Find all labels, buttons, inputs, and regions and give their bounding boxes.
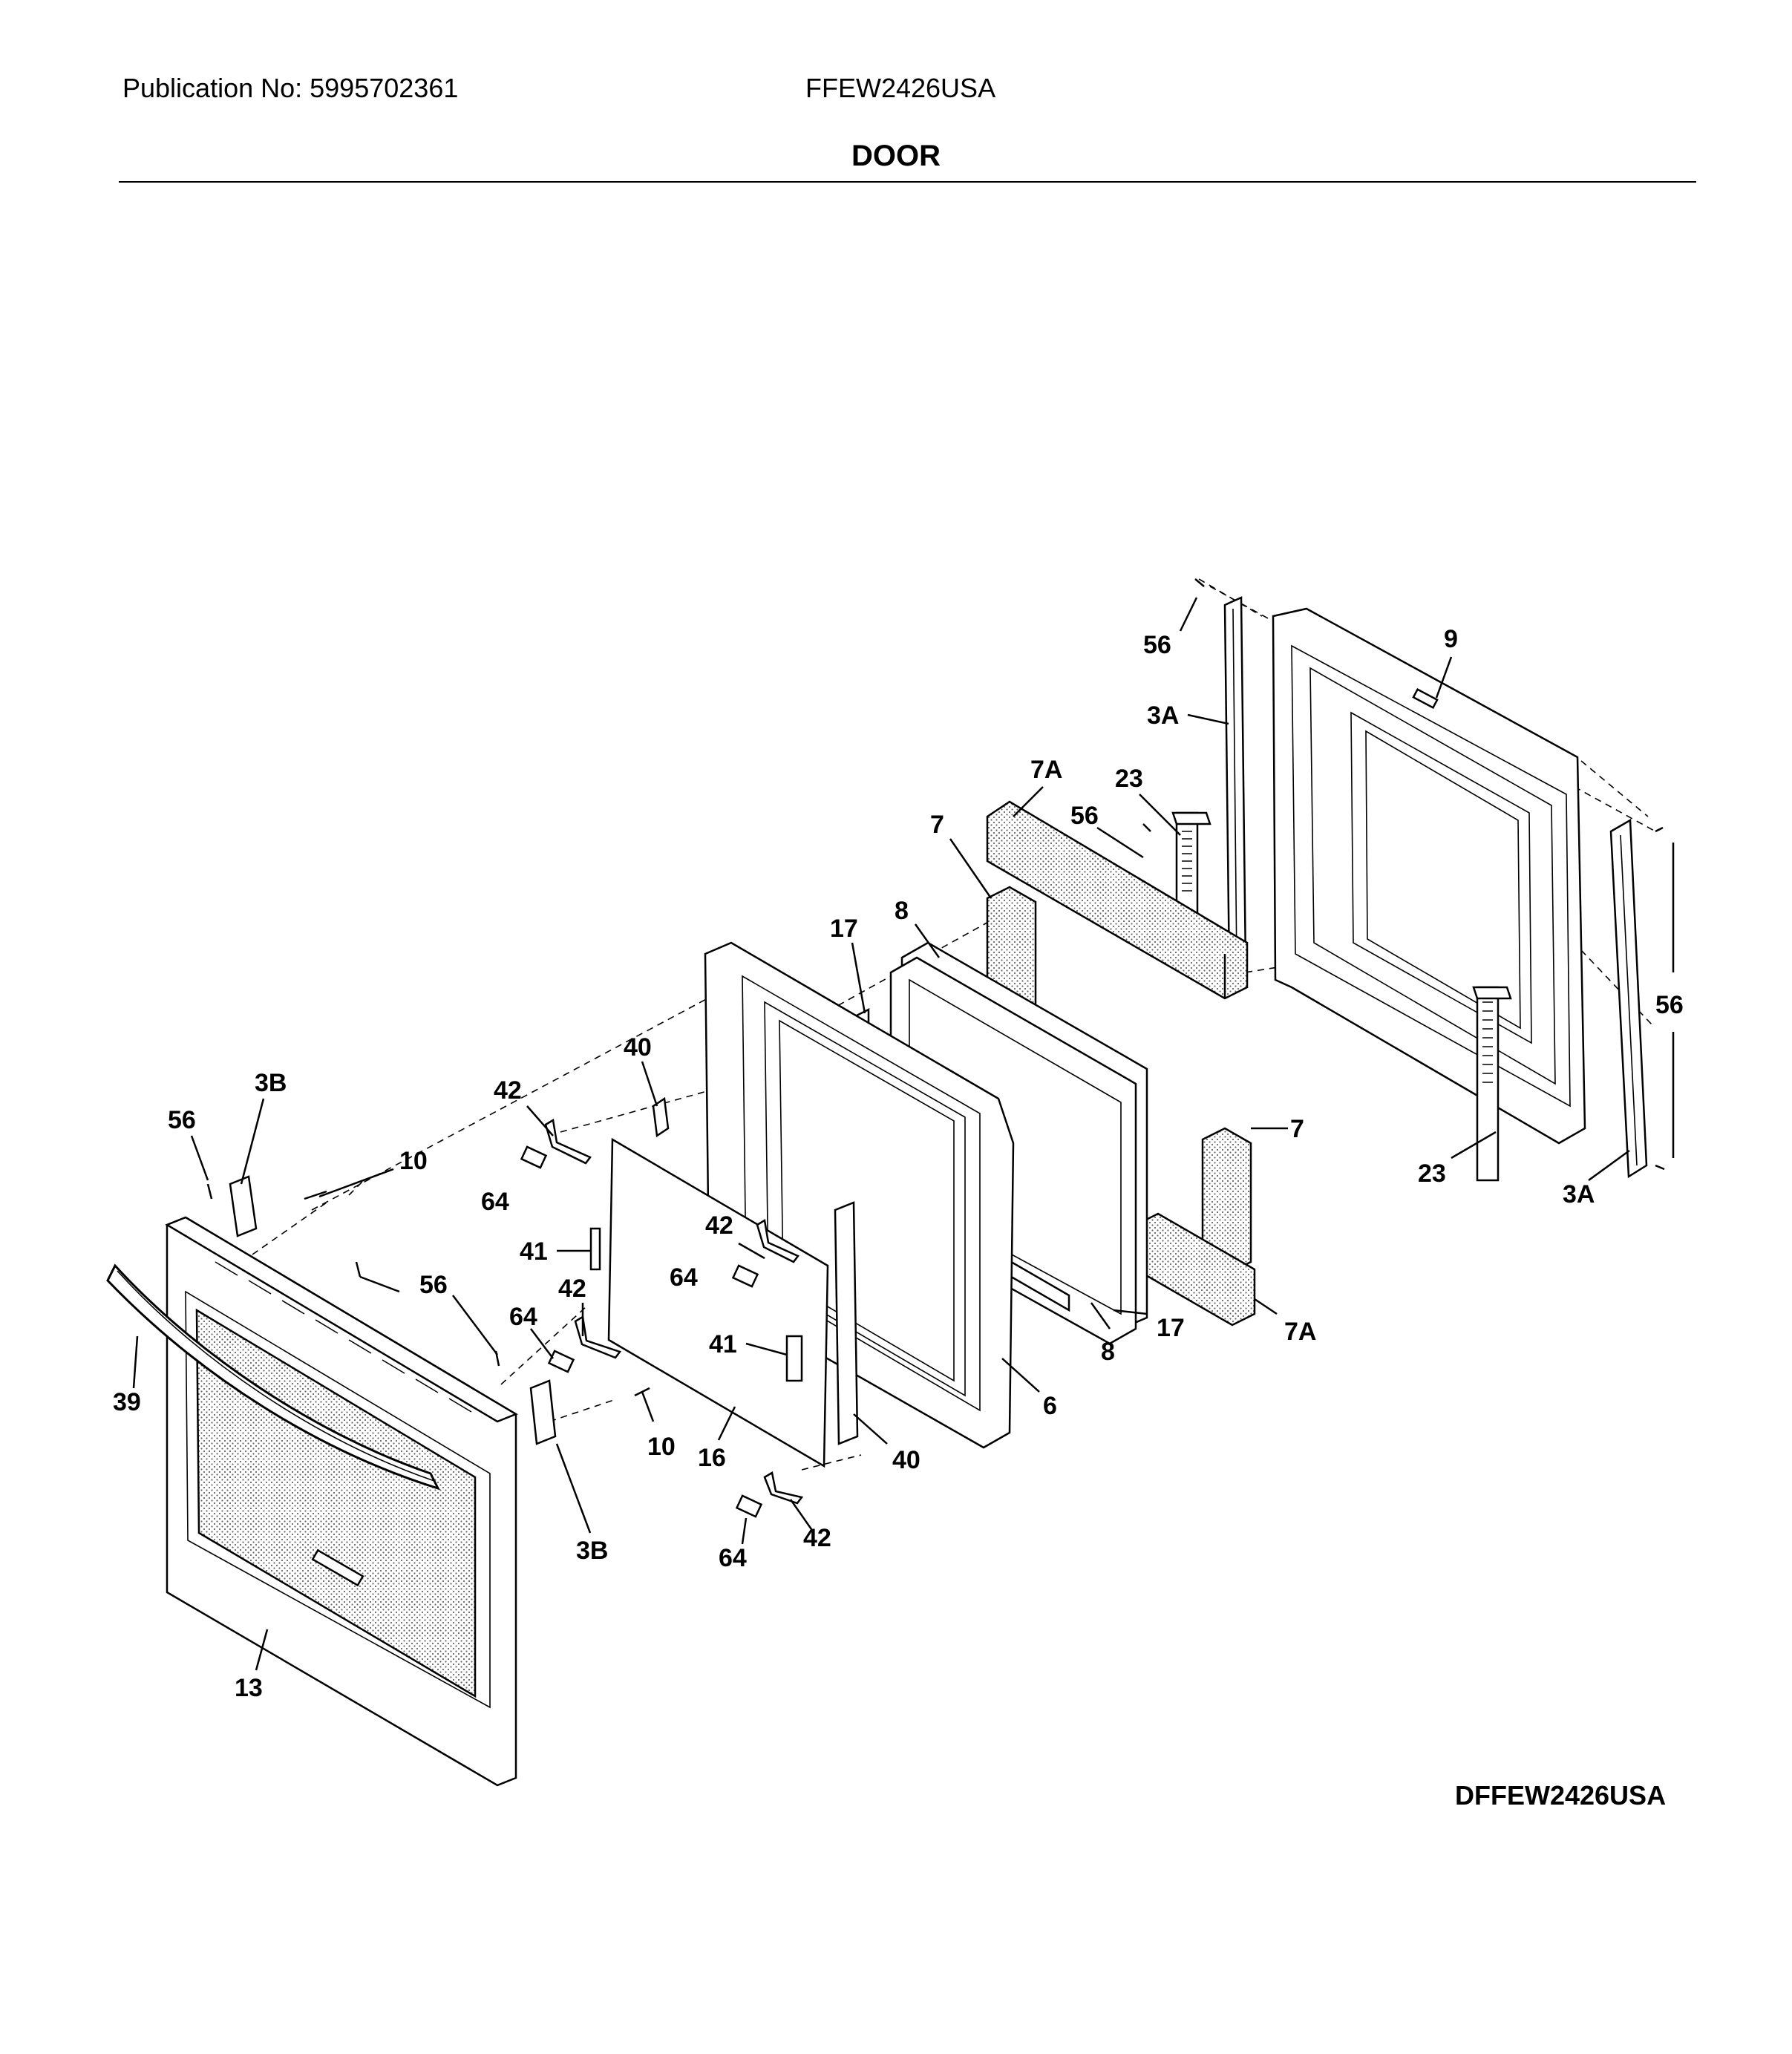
callout-17: 17 [1157, 1314, 1185, 1342]
publication-number: Publication No: 5995702361 [122, 73, 459, 103]
callout-8: 8 [895, 897, 909, 925]
insulation-7A-top [986, 800, 1249, 1000]
callout-7A: 7A [1284, 1318, 1316, 1346]
callout-56: 56 [168, 1106, 196, 1134]
callout-7: 7 [930, 811, 944, 839]
hinge-bottom [1472, 986, 1512, 1182]
callout-64: 64 [481, 1188, 509, 1216]
callout-56: 56 [419, 1271, 448, 1299]
header-divider [119, 181, 1696, 183]
clip-41 [589, 1227, 803, 1382]
leader-lines [132, 597, 1675, 1671]
callout-3A: 3A [1147, 701, 1179, 730]
callout-3A: 3A [1563, 1180, 1595, 1208]
side-trim-40 [652, 1096, 859, 1445]
callout-10: 10 [647, 1433, 676, 1461]
door-handle [106, 1263, 440, 1491]
inner-door-liner [1272, 607, 1586, 1145]
page-title: DOOR [851, 140, 941, 172]
callout-labels: 56 9 3A 7A 23 56 7 8 17 56 40 42 3B 56 1… [113, 625, 1684, 1702]
hinge-channel-bottom [1609, 818, 1648, 1179]
callout-10: 10 [399, 1147, 428, 1175]
callout-41: 41 [520, 1237, 548, 1266]
callout-6: 6 [1043, 1392, 1057, 1420]
callout-39: 39 [113, 1388, 141, 1416]
callout-7A: 7A [1030, 756, 1062, 784]
callout-64: 64 [719, 1544, 747, 1572]
callout-17: 17 [830, 915, 858, 943]
callout-42: 42 [803, 1524, 831, 1552]
callout-64: 64 [509, 1303, 537, 1331]
callout-41: 41 [709, 1330, 737, 1358]
callout-42: 42 [705, 1211, 733, 1240]
callout-23: 23 [1418, 1160, 1446, 1188]
hinge-channel-top [1223, 596, 1247, 974]
callout-3B: 3B [255, 1069, 287, 1097]
callout-42: 42 [558, 1275, 586, 1303]
model-number: FFEW2426USA [805, 73, 996, 103]
callout-42: 42 [494, 1076, 522, 1105]
outer-door-panel [165, 1216, 518, 1787]
callout-40: 40 [892, 1446, 920, 1474]
diagram-code: DFFEW2426USA [1455, 1780, 1667, 1811]
bracket-42 [544, 1118, 804, 1505]
callout-40: 40 [624, 1033, 652, 1062]
bumper-64 [520, 1145, 763, 1518]
callout-13: 13 [235, 1674, 263, 1702]
callout-23: 23 [1115, 765, 1143, 793]
callout-3B: 3B [576, 1537, 608, 1565]
callout-7: 7 [1290, 1115, 1304, 1143]
callout-8: 8 [1101, 1338, 1115, 1366]
callout-56: 56 [1143, 631, 1171, 659]
callout-16: 16 [698, 1444, 726, 1472]
callout-64: 64 [670, 1263, 698, 1292]
callout-56: 56 [1655, 991, 1684, 1019]
callout-56: 56 [1070, 802, 1099, 830]
inner-glass-16 [607, 1137, 829, 1468]
callout-9: 9 [1444, 625, 1458, 653]
